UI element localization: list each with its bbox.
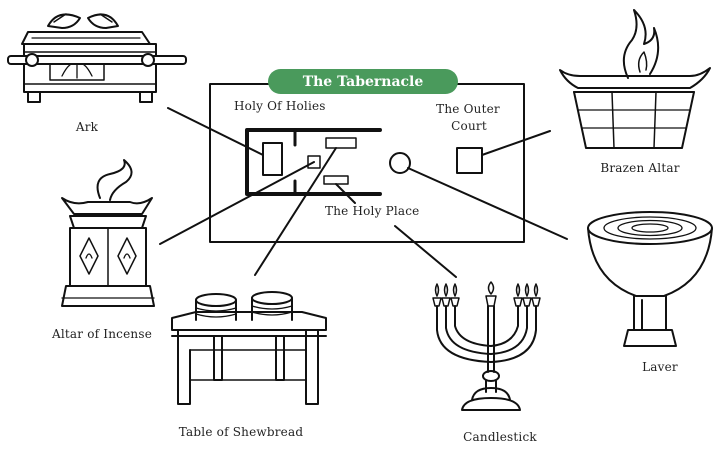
label-ark: Ark <box>75 120 99 134</box>
leader-altar-of-incense <box>159 161 315 245</box>
ark-marker <box>262 142 283 176</box>
label-candlestick: Candlestick <box>463 430 537 444</box>
leader-candlestick <box>394 225 457 278</box>
laver-icon <box>587 211 713 347</box>
label-outer-court-line2: Court <box>451 119 487 133</box>
label-holy-place: The Holy Place <box>325 204 420 218</box>
label-table-of-shewbread: Table of Shewbread <box>178 425 304 439</box>
label-brazen-altar: Brazen Altar <box>600 161 680 175</box>
candlestick-icon <box>432 281 541 411</box>
leader-laver <box>407 167 568 240</box>
diagram-title: The Tabernacle <box>268 69 458 94</box>
leader-brazen-altar <box>481 130 551 156</box>
ark-icon <box>7 13 187 103</box>
laver-marker <box>389 152 411 174</box>
candlestick-marker <box>323 175 349 185</box>
leader-holy-place <box>335 183 356 204</box>
label-altar-of-incense: Altar of Incense <box>52 327 152 341</box>
brazen-altar-marker <box>456 147 483 174</box>
shewbread-table-marker <box>325 137 357 149</box>
leader-lines <box>159 107 568 278</box>
brazen-altar-icon <box>559 9 711 149</box>
label-holy-of-holies: Holy Of Holies <box>234 99 326 113</box>
sanctuary-wall <box>245 128 382 196</box>
leader-ark <box>167 107 264 156</box>
label-outer-court-line1: The Outer <box>436 102 500 116</box>
altar-of-incense-icon <box>61 159 155 307</box>
label-laver: Laver <box>642 360 678 374</box>
table-of-shewbread-icon <box>171 291 327 405</box>
leader-table-of-shewbread <box>254 147 337 276</box>
incense-altar-marker <box>307 155 321 169</box>
